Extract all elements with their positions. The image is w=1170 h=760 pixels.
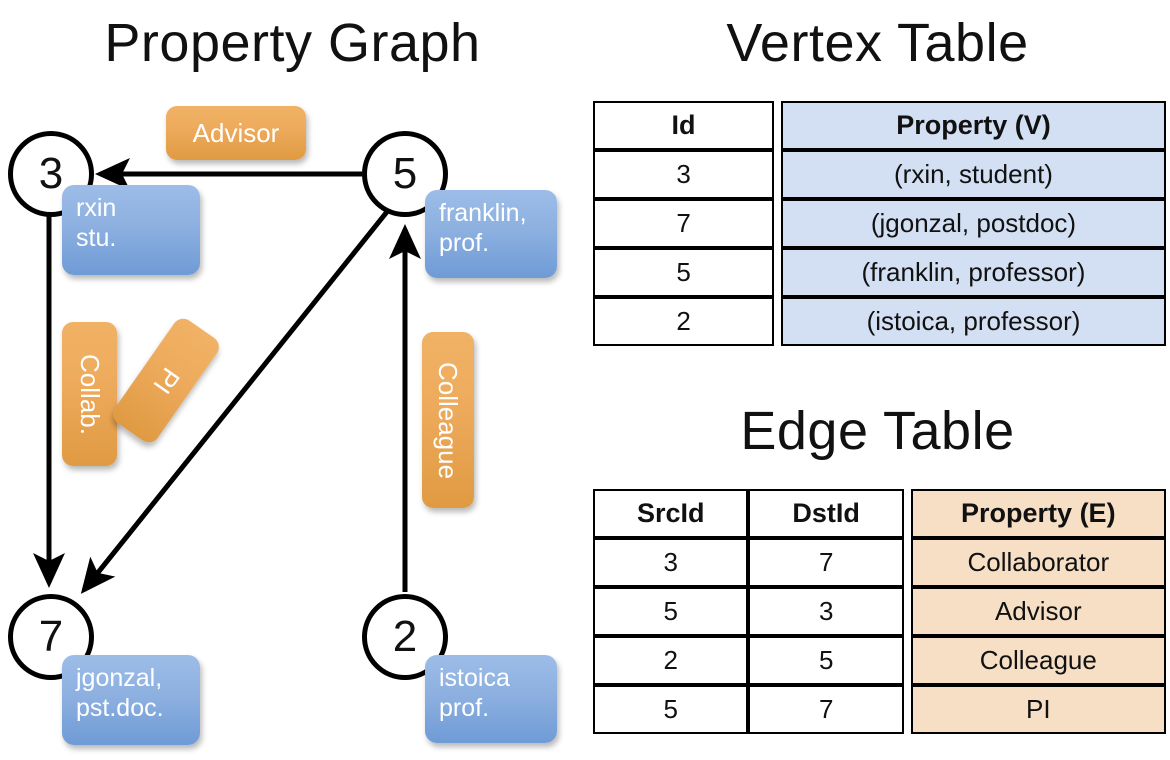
edge-table-cell-property: Collaborator (910, 538, 1166, 587)
graph-vertex-5[interactable]: 5 (362, 131, 448, 217)
column-gap (903, 489, 911, 538)
graph-edge-arrows (33, 158, 421, 594)
table-header-row: SrcId DstId Property (E) (593, 489, 1166, 538)
vertex-callout-2-line2: prof. (439, 693, 490, 722)
graph-vertex-3-id: 3 (38, 149, 64, 198)
edge-table-cell-dstid: 7 (748, 538, 904, 587)
page-title-vertex-table: Vertex Table (726, 13, 1029, 73)
edge-table-cell-srcid: 2 (593, 636, 749, 685)
vertex-table: Id Property (V) 3 (rxin, student) 7 (jgo… (593, 101, 1166, 346)
vertex-callout-3-line2: stu. (76, 223, 117, 252)
edge-label-collab[interactable]: Collab. (62, 322, 117, 466)
table-row[interactable]: 5 7 PI (593, 685, 1166, 734)
vertex-callout-5-line1: franklin, (439, 199, 527, 227)
vertex-table-cell-id: 3 (593, 150, 775, 199)
edge-table-cell-property: Colleague (910, 636, 1166, 685)
column-gap (774, 199, 781, 248)
column-gap (774, 248, 781, 297)
edge-table: SrcId DstId Property (E) 3 7 Collaborato… (593, 489, 1166, 734)
vertex-callout-3[interactable]: rxin stu. (62, 185, 200, 275)
column-gap (903, 636, 911, 685)
graph-vertex-2[interactable]: 2 (362, 594, 448, 680)
table-row[interactable]: 3 7 Collaborator (593, 538, 1166, 587)
table-row[interactable]: 3 (rxin, student) (593, 150, 1166, 199)
column-gap (903, 685, 911, 734)
vertex-table-header-id: Id (593, 101, 775, 150)
vertex-callout-5[interactable]: franklin, prof. (425, 190, 557, 278)
vertex-callout-7-line2: pst.doc. (76, 693, 164, 722)
edge-table-cell-dstid: 3 (748, 587, 904, 636)
column-gap (774, 101, 781, 150)
vertex-callout-7-line1: jgonzal, (76, 664, 163, 692)
edge-label-collab-text: Collab. (75, 353, 105, 435)
vertex-table-cell-property: (istoica, professor) (780, 297, 1166, 346)
page-title-property-graph: Property Graph (104, 13, 481, 73)
column-gap (903, 587, 911, 636)
vertex-table-header-property: Property (V) (780, 101, 1166, 150)
page-title-edge-table: Edge Table (740, 401, 1015, 461)
edge-label-advisor[interactable]: Advisor (166, 106, 306, 160)
vertex-table-cell-property: (jgonzal, postdoc) (780, 199, 1166, 248)
vertex-callout-5-line2: prof. (439, 228, 490, 257)
edge-label-pi-text: PI (147, 362, 186, 400)
table-row[interactable]: 5 3 Advisor (593, 587, 1166, 636)
edge-table-cell-srcid: 5 (593, 587, 749, 636)
vertex-table-cell-property: (franklin, professor) (780, 248, 1166, 297)
vertex-table-cell-id: 7 (593, 199, 775, 248)
edge-table-cell-property: PI (910, 685, 1166, 734)
vertex-callout-2[interactable]: istoica prof. (425, 655, 557, 743)
edge-table-cell-dstid: 7 (748, 685, 904, 734)
vertex-table-cell-property: (rxin, student) (780, 150, 1166, 199)
edge-table-header-property: Property (E) (910, 489, 1166, 538)
edge-label-colleague-text: Colleague (433, 361, 464, 479)
vertex-callout-3-line1: rxin (76, 194, 117, 222)
edge-table-cell-property: Advisor (910, 587, 1166, 636)
graph-vertex-5-id: 5 (392, 149, 418, 198)
edge-table-cell-srcid: 5 (593, 685, 749, 734)
table-row[interactable]: 2 5 Colleague (593, 636, 1166, 685)
graph-vertex-2-id: 2 (392, 612, 418, 661)
edge-table-cell-dstid: 5 (748, 636, 904, 685)
table-row[interactable]: 2 (istoica, professor) (593, 297, 1166, 346)
vertex-table-cell-id: 5 (593, 248, 775, 297)
column-gap (774, 150, 781, 199)
property-graph-diagram: Advisor Collab. PI Colleague 3 5 7 2 rxi… (8, 106, 557, 745)
table-row[interactable]: 7 (jgonzal, postdoc) (593, 199, 1166, 248)
vertex-callout-7[interactable]: jgonzal, pst.doc. (62, 655, 200, 745)
edge-label-colleague[interactable]: Colleague (422, 332, 474, 508)
edge-label-advisor-text: Advisor (192, 117, 280, 148)
column-gap (774, 297, 781, 346)
table-header-row: Id Property (V) (593, 101, 1166, 150)
edge-table-header-srcid: SrcId (593, 489, 749, 538)
vertex-table-cell-id: 2 (593, 297, 775, 346)
column-gap (903, 538, 911, 587)
edge-arrow-5-to-7 (80, 206, 392, 594)
table-row[interactable]: 5 (franklin, professor) (593, 248, 1166, 297)
edge-table-header-dstid: DstId (748, 489, 904, 538)
edge-table-cell-srcid: 3 (593, 538, 749, 587)
vertex-callout-2-line1: istoica (439, 664, 510, 692)
graph-vertex-7-id: 7 (38, 612, 64, 661)
